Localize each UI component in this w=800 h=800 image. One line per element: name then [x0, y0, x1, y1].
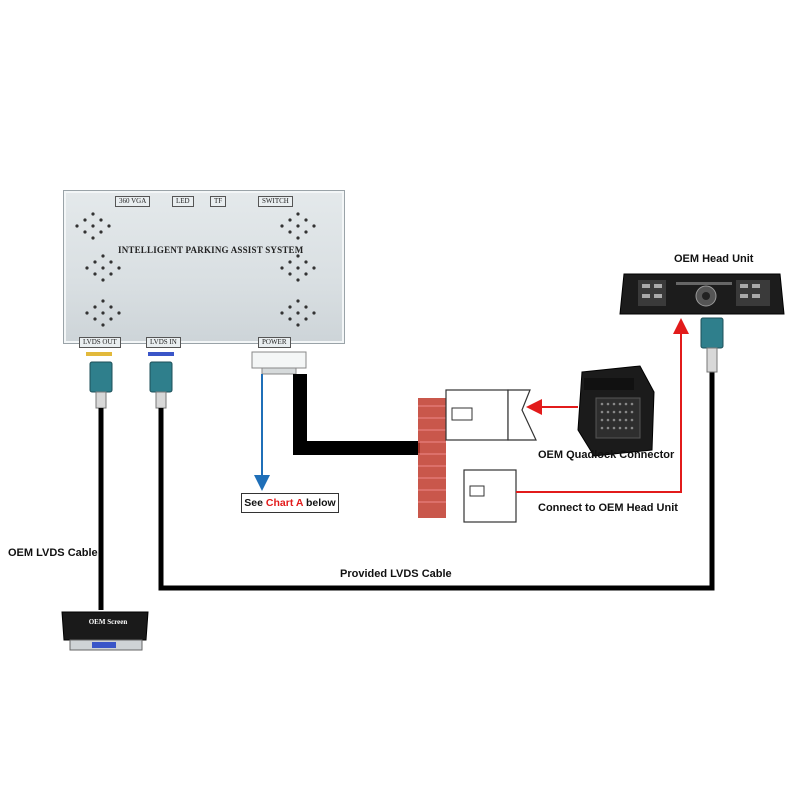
chart-a-note-highlight: Chart A [265, 497, 304, 509]
port-label-360-vga: 360 VGA [115, 196, 151, 207]
provided-lvds-cable-line [158, 372, 715, 591]
vent-grid-top-left [75, 212, 111, 240]
port-label-power: POWER [258, 337, 291, 348]
power-harness-cable [293, 374, 420, 455]
lvds-in-connector [149, 361, 173, 409]
port-label-tf: TF [210, 196, 227, 207]
vent-grid-bottom-right [280, 299, 316, 327]
vent-grid-bottom-left [85, 299, 121, 327]
oem-lvds-cable-label: OEM LVDS Cable [8, 547, 98, 559]
lvds-out-band [86, 352, 112, 356]
power-port-socket [251, 351, 307, 369]
chart-a-note-suffix: below [303, 497, 336, 509]
quadlock-connector-image [577, 365, 655, 457]
module-title: INTELLIGENT PARKING ASSIST SYSTEM [118, 245, 304, 255]
vent-grid-mid-right [280, 254, 316, 282]
port-label-lvds-in: LVDS IN [146, 337, 181, 348]
harness-connector-upper [445, 389, 537, 441]
chart-a-note-prefix: See [244, 497, 266, 509]
head-unit-lvds-connector [700, 317, 724, 373]
lvds-out-connector [89, 361, 113, 409]
oem-head-unit-image [619, 273, 785, 315]
harness-connector-lower [463, 469, 517, 523]
provided-lvds-cable-label: Provided LVDS Cable [340, 568, 452, 580]
red-wire-harness [418, 398, 446, 518]
vent-grid-mid-left [85, 254, 121, 282]
port-label-lvds-out: LVDS OUT [79, 337, 121, 348]
vent-grid-top-right [280, 212, 316, 240]
chart-a-note: See Chart A below [241, 493, 339, 513]
oem-screen-image [61, 611, 149, 651]
port-label-led: LED [172, 196, 194, 207]
oem-head-unit-label: OEM Head Unit [674, 253, 754, 265]
lvds-in-band [148, 352, 174, 356]
oem-screen-label: OEM Screen [88, 618, 128, 626]
connect-to-head-unit-label: Connect to OEM Head Unit [538, 502, 678, 514]
oem-quadlock-connector-label: OEM Quadlock Connector [538, 449, 675, 461]
port-label-switch: SWITCH [258, 196, 293, 207]
head-unit-arrow [516, 318, 689, 493]
